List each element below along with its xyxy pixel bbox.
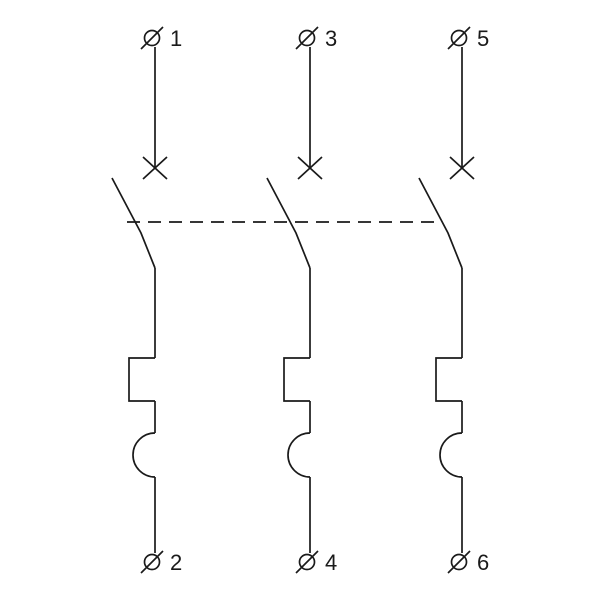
top-terminal-label: 3 xyxy=(325,26,337,51)
magnetic-coil-element xyxy=(439,432,463,478)
contact-cross-icon xyxy=(142,156,168,180)
magnetic-coil-element xyxy=(287,432,311,478)
top-terminal-label: 1 xyxy=(170,26,182,51)
bottom-terminal-slash-icon xyxy=(447,550,471,574)
switch-blade xyxy=(111,177,156,269)
switch-blade xyxy=(418,177,463,269)
breaker-pole: 12 xyxy=(111,26,182,575)
breaker-pole: 56 xyxy=(418,26,489,575)
magnetic-coil-element xyxy=(132,432,156,478)
bottom-terminal-label: 6 xyxy=(477,550,489,575)
top-terminal-circle-icon xyxy=(143,29,161,47)
top-terminal-slash-icon xyxy=(140,26,164,50)
switch-blade xyxy=(266,177,311,269)
thermal-overload-element xyxy=(128,357,155,402)
top-terminal-label: 5 xyxy=(477,26,489,51)
bottom-terminal-circle-icon xyxy=(298,553,316,571)
thermal-overload-element xyxy=(283,357,310,402)
contact-cross-icon xyxy=(449,156,475,180)
thermal-overload-element xyxy=(435,357,462,402)
top-terminal-slash-icon xyxy=(447,26,471,50)
top-terminal-slash-icon xyxy=(295,26,319,50)
top-terminal-circle-icon xyxy=(450,29,468,47)
bottom-terminal-slash-icon xyxy=(140,550,164,574)
bottom-terminal-slash-icon xyxy=(295,550,319,574)
breaker-pole: 34 xyxy=(266,26,337,575)
top-terminal-circle-icon xyxy=(298,29,316,47)
contact-cross-icon xyxy=(297,156,323,180)
bottom-terminal-circle-icon xyxy=(143,553,161,571)
bottom-terminal-circle-icon xyxy=(450,553,468,571)
bottom-terminal-label: 4 xyxy=(325,550,337,575)
bottom-terminal-label: 2 xyxy=(170,550,182,575)
